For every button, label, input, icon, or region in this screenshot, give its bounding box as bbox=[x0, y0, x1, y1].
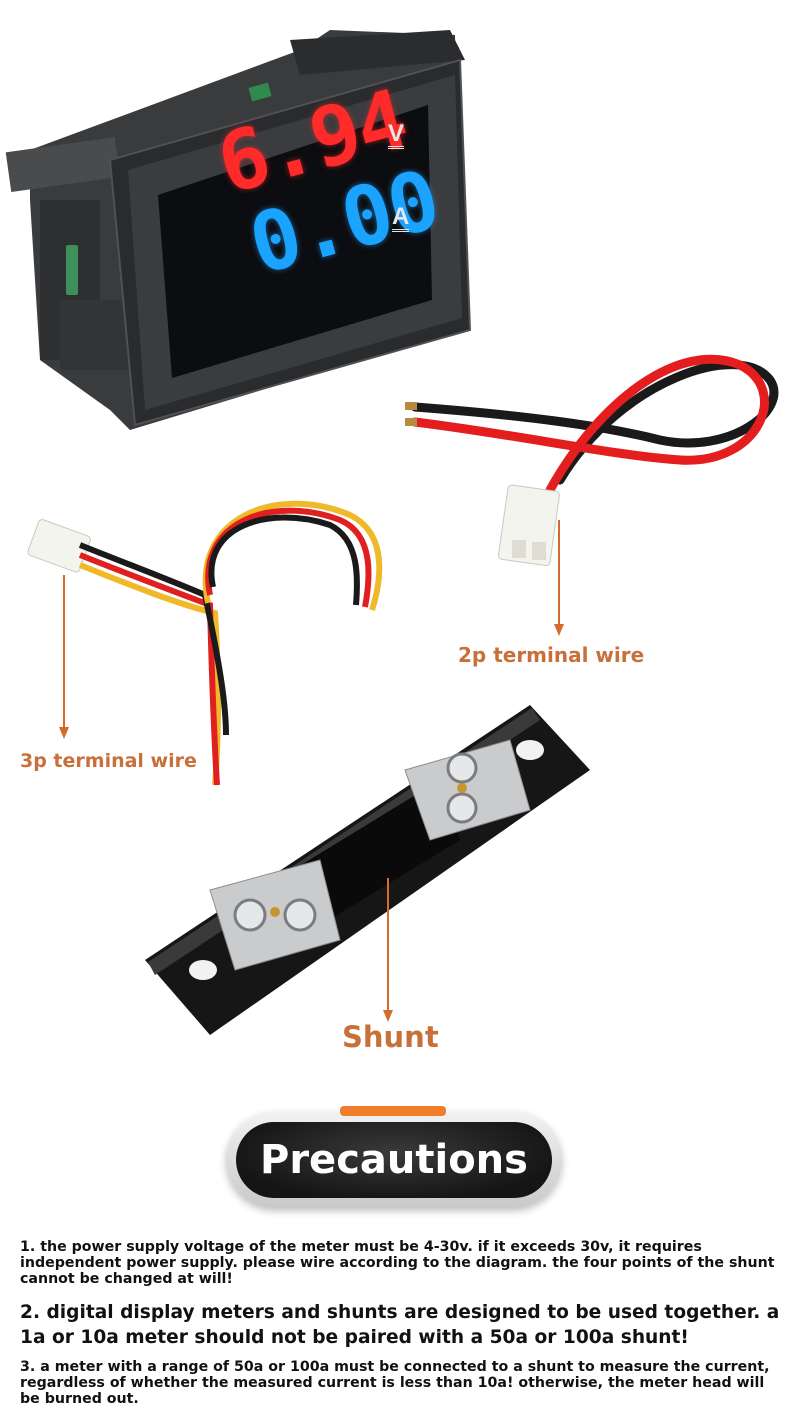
precautions-title: Precautions bbox=[236, 1122, 552, 1198]
shunt-label: Shunt bbox=[342, 1020, 439, 1054]
current-unit-icon: A bbox=[392, 203, 410, 232]
precaution-item-2: 2. digital display meters and shunts are… bbox=[20, 1302, 780, 1348]
two-pin-wire-image bbox=[405, 354, 779, 636]
voltage-unit-icon: V bbox=[388, 120, 405, 149]
precautions-pill-tab bbox=[340, 1106, 446, 1116]
precaution-item-1: 1. the power supply voltage of the meter… bbox=[20, 1239, 775, 1287]
three-pin-wire-image bbox=[27, 500, 383, 786]
digital-meter-image bbox=[5, 30, 472, 430]
shunt-image bbox=[145, 705, 590, 1035]
three-pin-wire-label: 3p terminal wire bbox=[20, 750, 197, 772]
two-pin-wire-label: 2p terminal wire bbox=[458, 643, 645, 667]
precaution-item-3: 3. a meter with a range of 50a or 100a m… bbox=[20, 1359, 770, 1407]
